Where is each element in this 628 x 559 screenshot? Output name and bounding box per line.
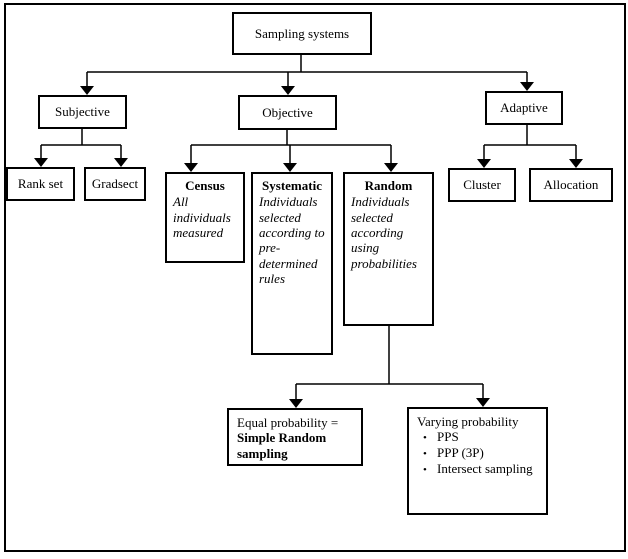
node-random: Random Individuals selected according us… xyxy=(343,172,434,326)
arrow-to-allocation xyxy=(569,159,583,168)
node-gradsect: Gradsect xyxy=(84,167,146,201)
node-label-line2: Simple Random sampling xyxy=(237,430,327,461)
node-label: Adaptive xyxy=(500,100,548,116)
node-label: Cluster xyxy=(463,177,501,193)
node-description: Individuals selected according using pro… xyxy=(351,194,417,271)
node-label: Subjective xyxy=(55,104,110,120)
outer-border xyxy=(4,3,626,552)
node-label: Rank set xyxy=(17,176,64,192)
node-allocation: Allocation xyxy=(529,168,613,202)
node-subjective: Subjective xyxy=(38,95,127,129)
arrow-to-systematic xyxy=(283,163,297,172)
node-label: Allocation xyxy=(543,177,599,193)
node-label: Sampling systems xyxy=(254,25,350,41)
node-description: Individuals selected according to pre-de… xyxy=(259,194,325,286)
arrow-to-rank-set xyxy=(34,158,48,167)
node-equal-probability: Equal probability = Simple Random sampli… xyxy=(227,408,363,466)
node-description: All individuals measured xyxy=(173,194,231,240)
arrow-to-equal-probability xyxy=(289,399,303,408)
edges-objective xyxy=(184,130,398,172)
arrow-to-adaptive xyxy=(520,82,534,91)
bullet-label: Intersect sampling xyxy=(437,461,533,477)
bullet-icon: • xyxy=(423,448,427,461)
bullet-label: PPS xyxy=(437,429,459,445)
node-label: Objective xyxy=(262,104,313,120)
node-census: Census All individuals measured xyxy=(165,172,245,263)
arrow-to-objective xyxy=(281,86,295,95)
arrow-to-random xyxy=(384,163,398,172)
node-title: Random xyxy=(364,178,413,193)
edges-random xyxy=(289,326,490,408)
bullet-label: PPP (3P) xyxy=(437,445,484,461)
edges-adaptive xyxy=(477,125,583,168)
edges-subjective xyxy=(34,129,128,167)
node-systematic: Systematic Individuals selected accordin… xyxy=(251,172,333,355)
bullet-icon: • xyxy=(423,464,427,477)
node-title: Census xyxy=(185,178,225,193)
node-rank-set: Rank set xyxy=(6,167,75,201)
list-item: • PPP (3P) xyxy=(417,445,538,461)
node-adaptive: Adaptive xyxy=(485,91,563,125)
node-cluster: Cluster xyxy=(448,168,516,202)
list-item: • Intersect sampling xyxy=(417,461,538,477)
edges-level1 xyxy=(80,55,534,95)
arrow-to-census xyxy=(184,163,198,172)
node-varying-probability: Varying probability • PPS • PPP (3P) • I… xyxy=(407,407,548,515)
list-item: • PPS xyxy=(417,429,538,445)
node-sampling-systems: Sampling systems xyxy=(232,12,372,55)
node-title: Varying probability xyxy=(417,414,519,429)
node-label: Gradsect xyxy=(91,176,139,192)
arrow-to-varying-probability xyxy=(476,398,490,407)
node-title: Systematic xyxy=(262,178,322,193)
node-objective: Objective xyxy=(238,95,337,130)
node-label-line1: Equal probability = xyxy=(237,415,339,430)
arrow-to-subjective xyxy=(80,86,94,95)
arrow-to-cluster xyxy=(477,159,491,168)
arrow-to-gradsect xyxy=(114,158,128,167)
bullet-icon: • xyxy=(423,432,427,445)
